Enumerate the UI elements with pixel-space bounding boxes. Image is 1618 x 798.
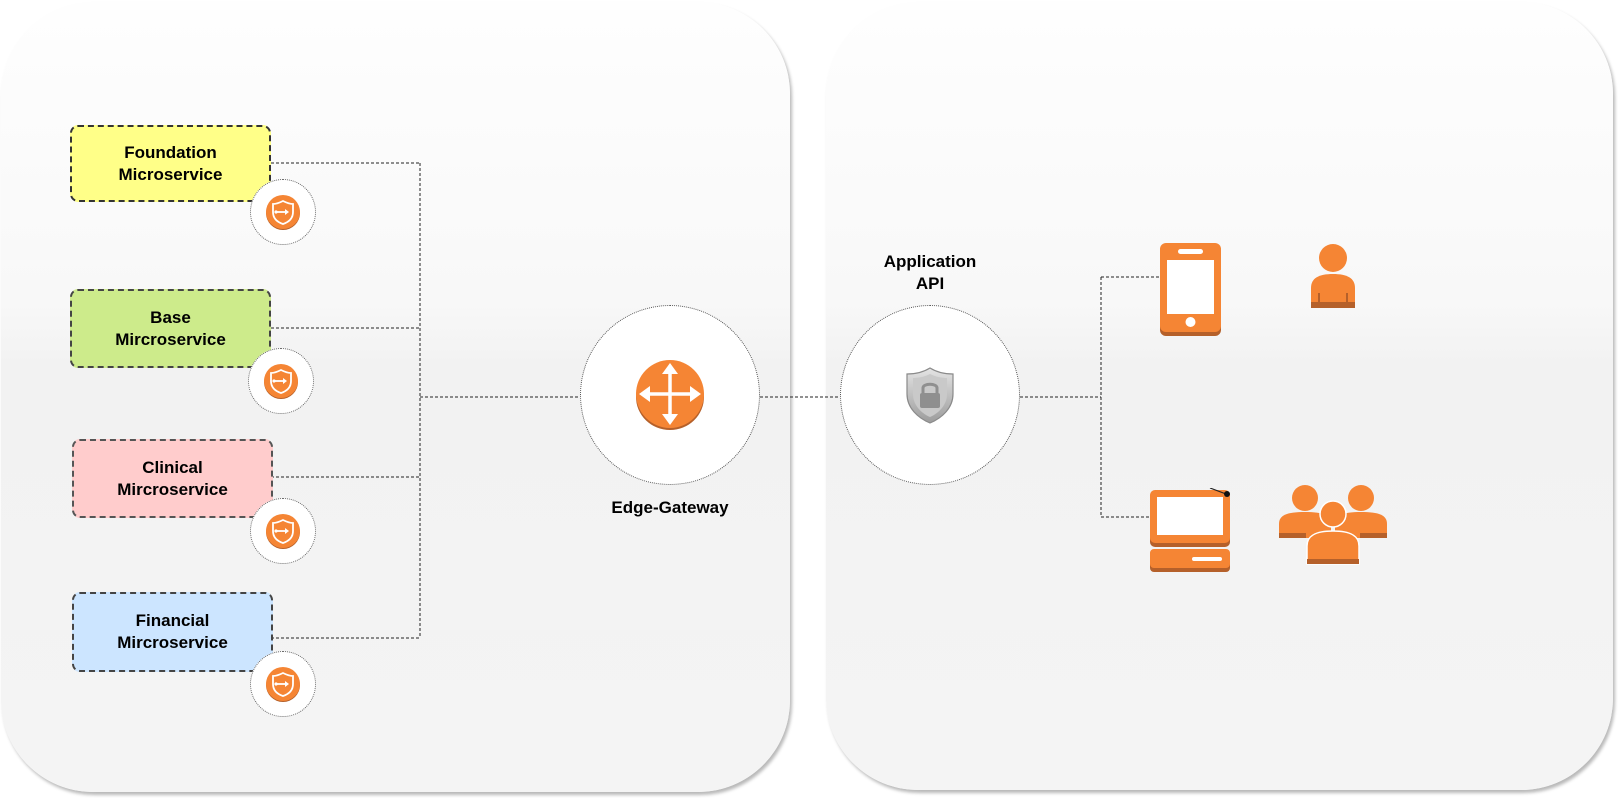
financial-endpoint-badge[interactable] [250,651,316,717]
edge-gateway-label: Edge-Gateway [611,498,729,517]
users-group-icon[interactable] [1279,484,1387,566]
user-icon[interactable] [1309,243,1357,308]
financial-microservice-box[interactable]: Financial Mircroservice [72,592,273,672]
endpoint-shield-icon [266,667,300,702]
endpoint-shield-icon [266,195,300,230]
application-api-node[interactable] [840,305,1020,485]
application-api-label: Application API [883,252,977,293]
edge-gateway-node[interactable] [580,305,760,485]
endpoint-shield-icon [264,364,298,399]
desktop-client-icon[interactable] [1150,488,1232,572]
base-microservice-box[interactable]: Base Mircroservice [70,289,271,368]
endpoint-shield-icon [266,514,300,549]
mobile-phone-icon[interactable] [1160,243,1221,336]
clinical-endpoint-badge[interactable] [250,498,316,564]
shield-lock-icon [906,367,954,424]
router-icon [636,360,704,430]
base-endpoint-badge[interactable] [248,348,314,414]
foundation-endpoint-badge[interactable] [250,179,316,245]
foundation-microservice-box[interactable]: Foundation Microservice [70,125,271,202]
clinical-microservice-box[interactable]: Clinical Mircroservice [72,439,273,518]
